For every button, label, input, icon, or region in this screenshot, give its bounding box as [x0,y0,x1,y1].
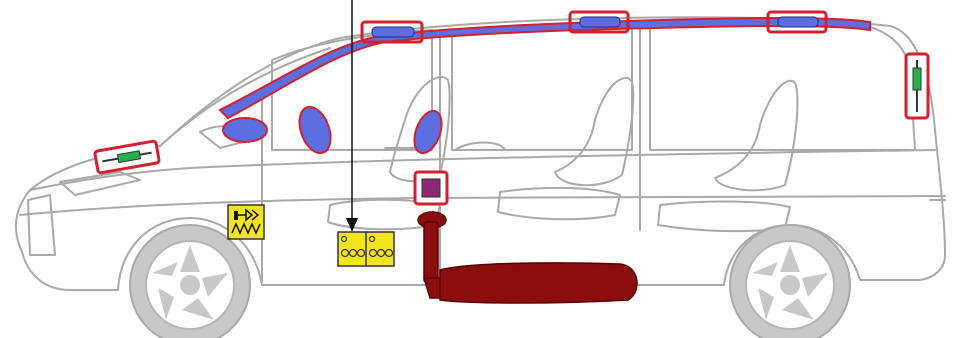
front-wheel [130,225,250,338]
fuel-tank-icon [418,212,637,303]
seat-cushion-rear [658,201,790,231]
rear-sensor-icon [906,54,928,118]
belt-line [190,150,935,168]
headlight [60,172,140,195]
door-handle-slide [455,143,505,151]
seat-cushion-mid [498,188,620,219]
lower-body-line [20,196,945,215]
battery-icon [338,232,394,266]
middle-seat [555,78,633,185]
rear-window [650,22,915,150]
front-grille [28,195,55,255]
warning-sensor-icon [228,205,264,239]
rear-seat [715,81,797,191]
airbag-icon [223,118,267,142]
front-sensor-icon [95,141,160,173]
sliding-window [452,24,632,150]
control-unit-icon [415,172,447,204]
rear-wheel [730,225,850,338]
